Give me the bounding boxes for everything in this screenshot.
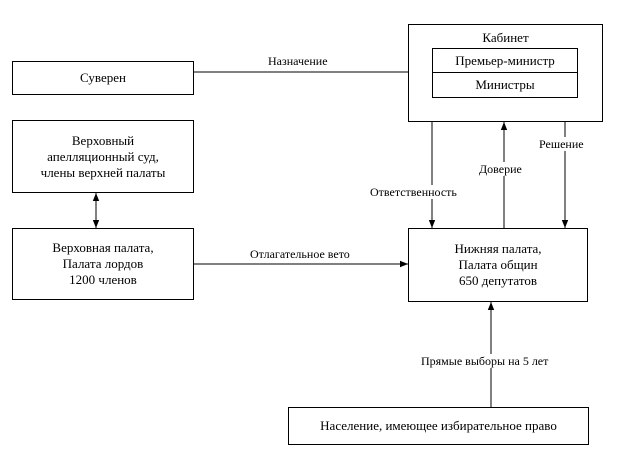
veto-label: Отлагательное вето [250, 247, 350, 261]
cabinet-inner: Премьер-министр Министры [432, 48, 578, 98]
house-of-commons-label: Нижняя палата, Палата общин 650 депутато… [454, 241, 542, 288]
supreme-court-box: Верховный апелляционный суд, члены верхн… [12, 120, 194, 193]
ministers-label: Министры [475, 77, 535, 92]
cabinet-box: Кабинет Премьер-министр Министры [408, 24, 603, 122]
appointment-label: Назначение [268, 54, 328, 68]
prime-minister-label: Премьер-министр [455, 52, 555, 68]
house-of-lords-label: Верховная палата, Палата лордов 1200 чле… [52, 240, 154, 287]
ministers-cell: Министры [433, 73, 577, 97]
decision-label: Решение [539, 137, 584, 151]
house-of-commons-box: Нижняя палата, Палата общин 650 депутато… [408, 228, 588, 302]
supreme-court-label: Верховный апелляционный суд, члены верхн… [40, 132, 166, 180]
responsibility-label: Ответственность [370, 185, 457, 199]
population-label: Население, имеющее избирательное право [320, 418, 557, 433]
sovereign-label: Суверен [80, 70, 126, 85]
cabinet-title: Кабинет [482, 30, 529, 45]
prime-minister-cell: Премьер-министр [433, 49, 577, 73]
confidence-label: Доверие [479, 162, 522, 176]
elections-label: Прямые выборы на 5 лет [421, 354, 549, 368]
house-of-lords-box: Верховная палата, Палата лордов 1200 чле… [12, 228, 194, 300]
population-box: Население, имеющее избирательное право [288, 407, 589, 445]
sovereign-box: Суверен [12, 61, 194, 95]
